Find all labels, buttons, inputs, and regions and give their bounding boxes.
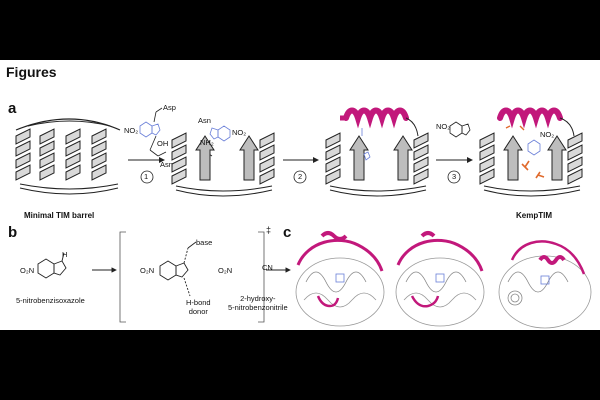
h-label-b1: H xyxy=(62,250,68,259)
cn-label: CN xyxy=(262,263,273,272)
kemptim-barrel xyxy=(479,111,583,197)
step-3-label: 3 xyxy=(452,172,457,181)
barrel-with-strands xyxy=(171,132,275,197)
protein-structure-3 xyxy=(498,240,592,329)
panel-label-c: c xyxy=(283,224,292,241)
panel-label-a: a xyxy=(8,100,17,117)
protein-structure-1 xyxy=(295,231,385,327)
reagent-structure-1 xyxy=(139,107,167,157)
oh-label: OH xyxy=(157,139,169,148)
figures-heading: Figures xyxy=(6,64,57,80)
transition-state-bracket xyxy=(119,231,265,323)
step-2-label: 2 xyxy=(298,172,303,181)
figure-graphics xyxy=(15,60,592,329)
step-1-label: 1 xyxy=(144,172,149,181)
base-label: base xyxy=(196,238,213,247)
panel-label-b: b xyxy=(8,224,18,241)
nitro-label-1: NO₂ xyxy=(124,126,139,135)
transition-state-structure xyxy=(159,241,197,297)
no2-label-b1: O₂N xyxy=(20,266,35,275)
asp-label: Asp xyxy=(163,103,176,112)
no2-label-b3: O₂N xyxy=(218,266,233,275)
nitro-label-2: NO₂ xyxy=(232,128,247,137)
asn-label-2: Asn xyxy=(198,116,211,125)
substrate-structure-a xyxy=(449,121,471,138)
hbond-donor-label: H-bond donor xyxy=(186,298,211,316)
substrate-structure-b xyxy=(37,252,67,279)
minimal-tim-barrel-caption: Minimal TIM barrel xyxy=(24,211,95,220)
protein-structures xyxy=(295,231,592,329)
no2-label-b2: O₂N xyxy=(140,266,155,275)
nitro-label-3: NO₂ xyxy=(436,122,451,131)
nitro-label-4: NO₂ xyxy=(540,130,555,139)
substrate-name: 5-nitrobenzisoxazole xyxy=(16,296,85,305)
double-dagger: ‡ xyxy=(266,225,272,235)
minimal-tim-barrel xyxy=(15,118,121,195)
figure-page: Figures a b c xyxy=(0,60,600,330)
nh2-label: NH₂ xyxy=(200,138,214,147)
product-name: 2-hydroxy- 5-nitrobenzonitrile xyxy=(228,294,288,312)
asn-label-1: Asn xyxy=(160,160,173,169)
barrel-with-helix xyxy=(325,111,429,197)
kemptim-caption: KempTIM xyxy=(516,211,552,220)
protein-structure-2 xyxy=(395,231,485,327)
